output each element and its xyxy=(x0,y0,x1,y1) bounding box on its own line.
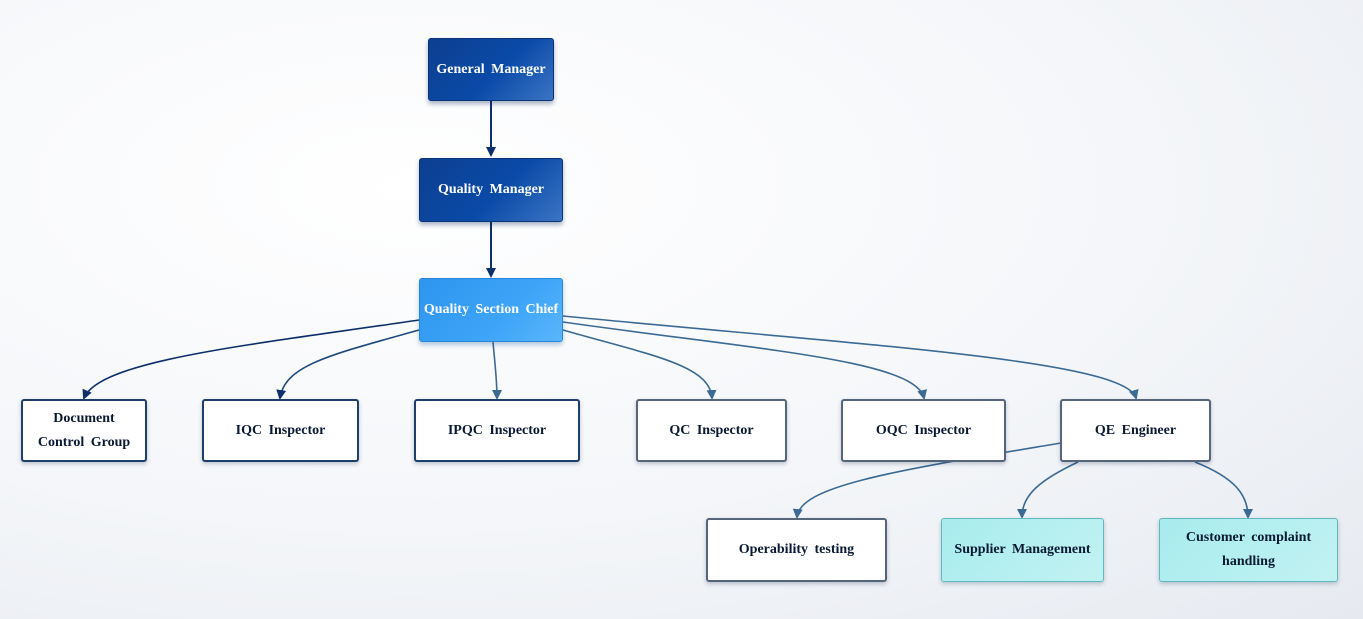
node-label: Supplier Management xyxy=(954,542,1091,557)
node-label: Customer complaint handling xyxy=(1185,530,1312,569)
node-ipqc-inspector: IPQC Inspector xyxy=(414,399,580,462)
node-label: IPQC Inspector xyxy=(447,422,547,438)
node-label: OQC Inspector xyxy=(875,422,972,438)
node-iqc-inspector: IQC Inspector xyxy=(202,399,359,462)
node-label: QE Engineer xyxy=(1094,422,1177,438)
node-label: Operability testing xyxy=(738,542,855,557)
node-label: Document Control Group xyxy=(37,410,131,450)
edge-chief-to-qe xyxy=(562,315,1139,400)
edge-chief-to-oqc xyxy=(562,321,927,400)
edge-chief-to-ipqc xyxy=(491,341,502,400)
node-general-manager: General Manager xyxy=(428,38,554,101)
edge-qe-to-customer-complaint xyxy=(1194,461,1253,519)
node-quality-manager: Quality Manager xyxy=(419,158,563,222)
edge-qe-to-supplier xyxy=(1017,461,1079,519)
node-oqc-inspector: OQC Inspector xyxy=(841,399,1006,462)
node-customer-complaint-handling: Customer complaint handling xyxy=(1159,518,1338,582)
node-quality-section-chief: Quality Section Chief xyxy=(419,278,563,342)
node-label: Quality Manager xyxy=(437,182,545,197)
node-label: QC Inspector xyxy=(669,422,754,438)
node-label: IQC Inspector xyxy=(235,422,326,438)
node-label: Quality Section Chief xyxy=(423,302,559,317)
node-qe-engineer: QE Engineer xyxy=(1060,399,1211,462)
edge-chief-to-iqc xyxy=(276,329,420,400)
node-label: General Manager xyxy=(436,61,546,77)
node-operability-testing: Operability testing xyxy=(706,518,887,582)
edge-chief-to-document-control xyxy=(82,319,420,400)
node-document-control-group: Document Control Group xyxy=(21,399,147,462)
edge-chief-to-qc xyxy=(562,329,717,400)
node-qc-inspector: QC Inspector xyxy=(636,399,787,462)
node-supplier-management: Supplier Management xyxy=(941,518,1104,582)
